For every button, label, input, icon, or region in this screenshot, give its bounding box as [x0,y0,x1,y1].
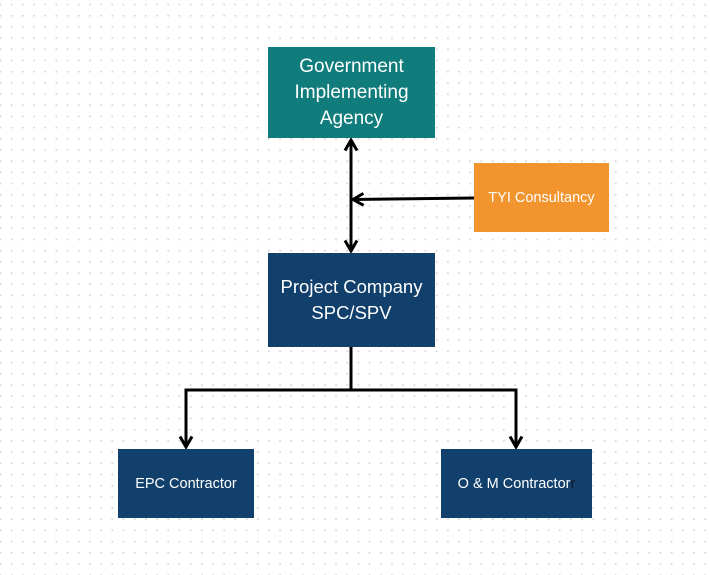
node-label: Project Company SPC/SPV [280,276,423,323]
tyi-to-link-arrow [349,192,475,207]
node-label: EPC Contractor [135,475,237,492]
project-company-node[interactable]: Project Company SPC/SPV [268,253,435,347]
node-label: Government Implementing Agency [294,55,409,129]
node-label: O & M Contractor [457,475,571,492]
spc-to-epc-arrow [178,388,351,451]
epc-contractor-node[interactable]: EPC Contractor [118,449,254,518]
tyi-consultancy-node[interactable]: TYI Consultancy [474,163,609,232]
government-implementing-agency-node[interactable]: Government Implementing Agency [268,47,435,138]
node-label: TYI Consultancy [488,189,595,206]
stray-text-char: r [570,475,576,492]
spc-to-om-arrow [351,388,524,451]
